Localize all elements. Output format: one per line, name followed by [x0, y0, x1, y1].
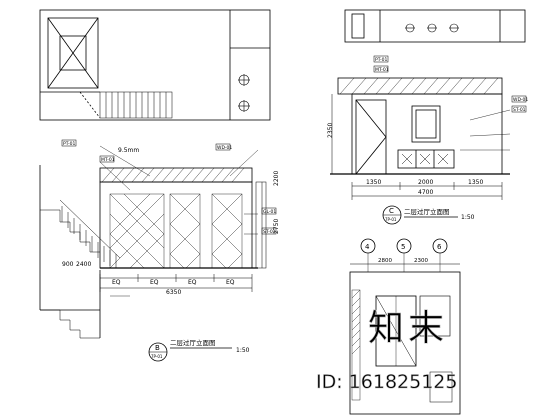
svg-text:ST-01: ST-01: [513, 107, 526, 113]
svg-text:WD-01: WD-01: [513, 97, 528, 103]
view-scale: 1:50: [236, 347, 250, 354]
dim-height: 2750: [273, 219, 280, 234]
view-tag-bottom: 7P-01: [385, 217, 397, 222]
callout-tag: WD-01: [215, 143, 232, 151]
svg-text:MT-01: MT-01: [101, 157, 115, 163]
stair-balustrade: [40, 199, 121, 339]
lattice-panels: [109, 193, 243, 269]
svg-text:WD-01: WD-01: [217, 145, 232, 151]
console-cabinet: [397, 149, 455, 169]
axis-label: 6: [437, 243, 442, 251]
watermark: 知末 ID: 161825125: [316, 308, 458, 394]
callout-tag: ST-01: [511, 105, 527, 113]
elevation-right-title-block: C 7P-01 二层过厅立面图 1:50: [382, 205, 475, 225]
dim-left: 2400: [76, 261, 91, 268]
dim-height: 2200: [273, 171, 280, 186]
elevation-left-callouts: PT-01 MT-01 WD-01 GL-01 ST-01: [61, 139, 277, 235]
callout-tag: MT-01: [99, 155, 115, 163]
axis-label: 4: [365, 243, 370, 251]
dim-segment: EQ: [112, 279, 121, 286]
dim-total: 4700: [418, 189, 433, 196]
svg-text:ST-01: ST-01: [263, 229, 276, 235]
elevation-right-callouts: PT-01 MT-01 WD-01 ST-01: [373, 55, 528, 113]
watermark-brand: 知末: [368, 308, 448, 349]
dim-segment: EQ: [226, 279, 235, 286]
view-tag-top: C: [389, 207, 394, 215]
plan-bottom-right: [349, 238, 461, 415]
dim-segment: EQ: [150, 279, 159, 286]
view-tag-bottom: 7P-01: [151, 354, 163, 359]
elevation-right-dimensions: 1350 2000 1350 4700 2350: [327, 123, 483, 196]
svg-text:MT-01: MT-01: [375, 67, 389, 73]
stair-flight: [99, 91, 173, 119]
light-fixture-icons: [405, 23, 459, 33]
elevation-right: [330, 77, 511, 200]
plan-bottom-right-labels: 4 5 6 2800 2300: [365, 243, 442, 264]
mirror-frame: [411, 105, 441, 143]
callout-tag: PT-01: [61, 139, 77, 147]
dim-segment: 2000: [418, 179, 433, 186]
svg-text:PT-01: PT-01: [375, 57, 388, 63]
view-title: 二层过厅立面图: [170, 338, 216, 347]
callout-tag: MT-01: [373, 65, 389, 73]
dim-left: 900: [62, 261, 74, 268]
elevation-left-dimensions: EQ EQ EQ EQ 6350 900 2400 2200 2750 9.5m…: [62, 147, 280, 296]
elevation-left: [39, 145, 267, 339]
door-panel: [355, 99, 387, 175]
view-title: 二层过厅立面图: [404, 207, 450, 216]
dim-width: 6350: [166, 289, 181, 296]
wall-light-icons: [238, 74, 250, 112]
plan-top-right: [344, 9, 526, 43]
view-tag-top: B: [155, 344, 160, 352]
callout-tag: WD-01: [511, 95, 528, 103]
dim-segment: EQ: [188, 279, 197, 286]
dim-plan: 2300: [414, 258, 428, 264]
svg-text:PT-01: PT-01: [63, 141, 76, 147]
dim-segment: 1350: [366, 179, 381, 186]
elevation-left-title-block: B 7P-01 二层过厅立面图 1:50: [148, 338, 250, 362]
dim-thickness: 9.5mm: [118, 147, 139, 154]
view-scale: 1:50: [461, 214, 475, 221]
watermark-id: ID: 161825125: [316, 371, 457, 393]
lift-shaft: [47, 17, 99, 89]
dim-height: 2350: [327, 123, 334, 138]
callout-tag: ST-01: [261, 227, 277, 235]
wall-hatch: [351, 289, 361, 401]
svg-text:GL-01: GL-01: [263, 209, 276, 215]
plan-top-left: [39, 9, 271, 121]
dim-segment: 1350: [468, 179, 483, 186]
callout-tag: GL-01: [261, 207, 276, 215]
callout-tag: PT-01: [373, 55, 389, 63]
dim-plan: 2800: [378, 258, 392, 264]
axis-label: 5: [401, 243, 405, 251]
